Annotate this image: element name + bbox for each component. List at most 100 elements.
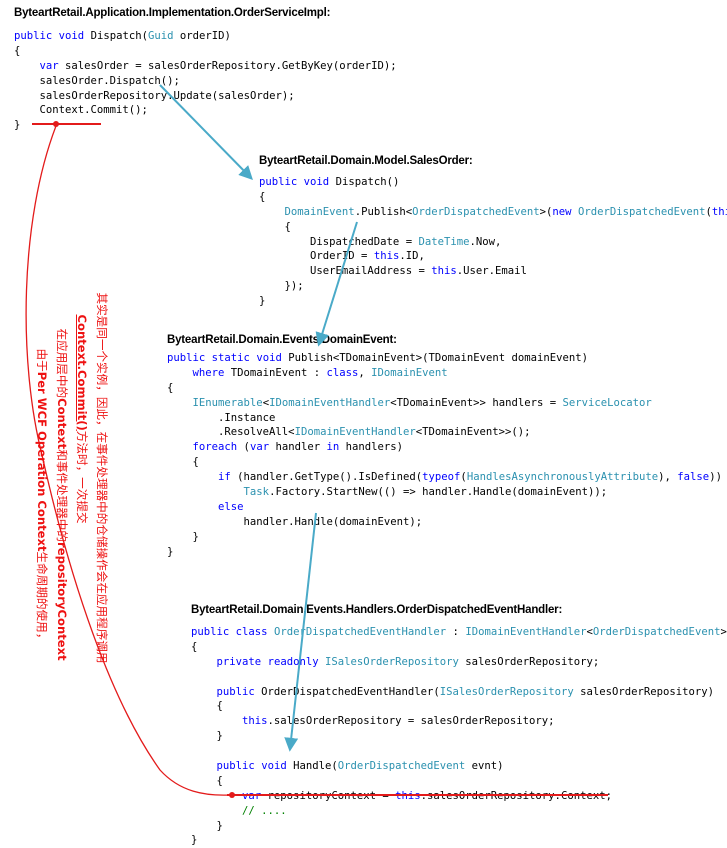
code-line: }: [14, 118, 397, 133]
code-token: orderID): [173, 30, 231, 42]
annotation-line: 在应用层中的Context和事件处理器中的repositoryContext: [52, 292, 72, 663]
code-token: .ID,: [399, 250, 425, 263]
code-token: DispatchedDate =: [259, 235, 419, 248]
code-token: >(: [539, 205, 553, 218]
code-token: [167, 367, 193, 379]
code-token: handler: [269, 441, 327, 454]
code-block-app-service: ByteartRetail.Application.Implementation…: [14, 5, 397, 133]
code-line: where TDomainEvent : class, IDomainEvent: [167, 366, 722, 381]
code-line: public void Dispatch(): [259, 175, 727, 190]
block-title: ByteartRetail.Domain.Model.SalesOrder:: [259, 155, 473, 167]
code-token: (: [460, 471, 467, 484]
code-token: ),: [658, 471, 678, 484]
code-token: static: [211, 352, 250, 364]
code-token: OrderDispatchedEvent: [412, 205, 540, 218]
code-line: var salesOrder = salesOrderRepository.Ge…: [14, 59, 397, 74]
code-token: salesOrder = salesOrderRepository.GetByK…: [58, 59, 397, 72]
code-lines: public void Dispatch(Guid orderID){ var …: [14, 29, 397, 133]
block-title: ByteartRetail.Domain.Events.Handlers.Ord…: [191, 604, 563, 616]
code-token: ,: [358, 366, 372, 379]
code-token: in: [326, 441, 340, 454]
code-token: OrderDispatchedEvent: [337, 760, 466, 773]
code-token: Handle(: [286, 760, 338, 773]
code-token: .ResolveAll<: [167, 426, 295, 439]
code-token: DomainEvent: [284, 205, 355, 218]
code-token: evnt): [465, 760, 504, 773]
code-token: TDomainEvent :: [224, 366, 327, 379]
code-token: readonly: [267, 655, 319, 668]
code-token: foreach: [192, 441, 238, 454]
code-line: }: [191, 819, 727, 834]
code-token: }: [191, 730, 223, 743]
code-token: handlers): [339, 441, 404, 454]
code-line: public static void Publish<TDomainEvent>…: [167, 351, 722, 366]
code-line: private readonly ISalesOrderRepository s…: [191, 655, 727, 670]
code-token: else: [218, 500, 244, 513]
code-token: [191, 656, 217, 668]
code-line: }: [259, 294, 727, 309]
code-lines: public void Dispatch() { DomainEvent.Publ…: [259, 175, 727, 309]
code-line: {: [167, 381, 722, 396]
code-token: {: [167, 381, 174, 394]
code-token: class: [326, 366, 359, 379]
code-token: IDomainEventHandler: [465, 626, 587, 638]
code-token: [167, 486, 244, 498]
annotation-code-repository-context: repositoryContext: [55, 541, 69, 661]
annotation-line: 其实是同一个实例，因此，在事件处理器中的仓储操作会在应用程序调用: [92, 292, 112, 663]
code-token: salesOrderRepository.Update(salesOrder);: [14, 89, 295, 102]
code-token: {: [191, 640, 198, 653]
code-token: // ....: [191, 804, 287, 817]
code-token: IDomainEventHandler: [269, 396, 391, 409]
code-token: Context.Commit();: [14, 104, 148, 117]
code-line: public class OrderDispatchedEventHandler…: [191, 625, 727, 640]
code-token: (handler.GetType().IsDefined(: [230, 471, 423, 484]
code-token: repositoryContext =: [261, 789, 396, 802]
code-token: ISalesOrderRepository: [439, 685, 574, 698]
code-block-event-handler: ByteartRetail.Domain.Events.Handlers.Ord…: [191, 602, 727, 848]
code-token: {: [191, 700, 223, 713]
code-token: public: [191, 626, 230, 638]
code-token: :: [446, 626, 466, 638]
code-token: (: [705, 205, 712, 218]
code-line: UserEmailAddress = this.User.Email: [259, 264, 727, 279]
code-line: // ....: [191, 804, 727, 819]
code-token: handler.Handle(domainEvent);: [167, 515, 423, 528]
code-token: IDomainEventHandler: [294, 426, 416, 439]
code-token: public: [216, 760, 255, 773]
code-token: });: [259, 280, 304, 293]
code-token: {: [259, 220, 291, 233]
annotation-text-1: 其实是同一个实例，因此，在事件处理器中的仓储操作会在应用程序调用: [95, 292, 109, 664]
code-line: DomainEvent.Publish<OrderDispatchedEvent…: [259, 205, 727, 220]
code-line: else: [167, 500, 722, 515]
code-line: Task.Factory.StartNew(() => handler.Hand…: [167, 485, 722, 500]
code-line: {: [191, 774, 727, 789]
code-line: .Instance: [167, 411, 722, 426]
code-token: [191, 715, 242, 727]
code-token: <: [586, 626, 593, 638]
annotation-text: 其实是同一个实例，因此，在事件处理器中的仓储操作会在应用程序调用 Context…: [32, 292, 112, 663]
code-line: }: [191, 729, 727, 744]
code-token: where: [192, 366, 225, 379]
code-token: [259, 206, 285, 218]
code-token: {: [191, 774, 223, 787]
code-line: }: [167, 530, 722, 545]
code-token: OrderDispatchedEventHandler(: [254, 685, 440, 698]
code-token: }: [14, 119, 21, 132]
code-line: [191, 744, 727, 759]
code-token: Dispatch(: [84, 30, 148, 42]
code-token: .salesOrderRepository = salesOrderReposi…: [267, 715, 555, 728]
annotation-text-4b: 生命周期的使用，: [35, 551, 49, 645]
code-line: if (handler.GetType().IsDefined(typeof(H…: [167, 470, 722, 485]
code-token: void: [256, 352, 282, 364]
code-line: }: [191, 833, 727, 848]
code-line: IEnumerable<IDomainEventHandler<TDomainE…: [167, 396, 722, 411]
code-line: public OrderDispatchedEventHandler(ISale…: [191, 685, 727, 700]
code-token: }: [167, 530, 199, 543]
code-token: Dispatch(): [329, 176, 400, 188]
code-line: salesOrder.Dispatch();: [14, 74, 397, 89]
code-token: var: [39, 59, 59, 72]
code-line: handler.Handle(domainEvent);: [167, 515, 722, 530]
code-token: [191, 686, 217, 698]
code-token: public: [259, 176, 298, 188]
code-token: var: [242, 789, 262, 802]
